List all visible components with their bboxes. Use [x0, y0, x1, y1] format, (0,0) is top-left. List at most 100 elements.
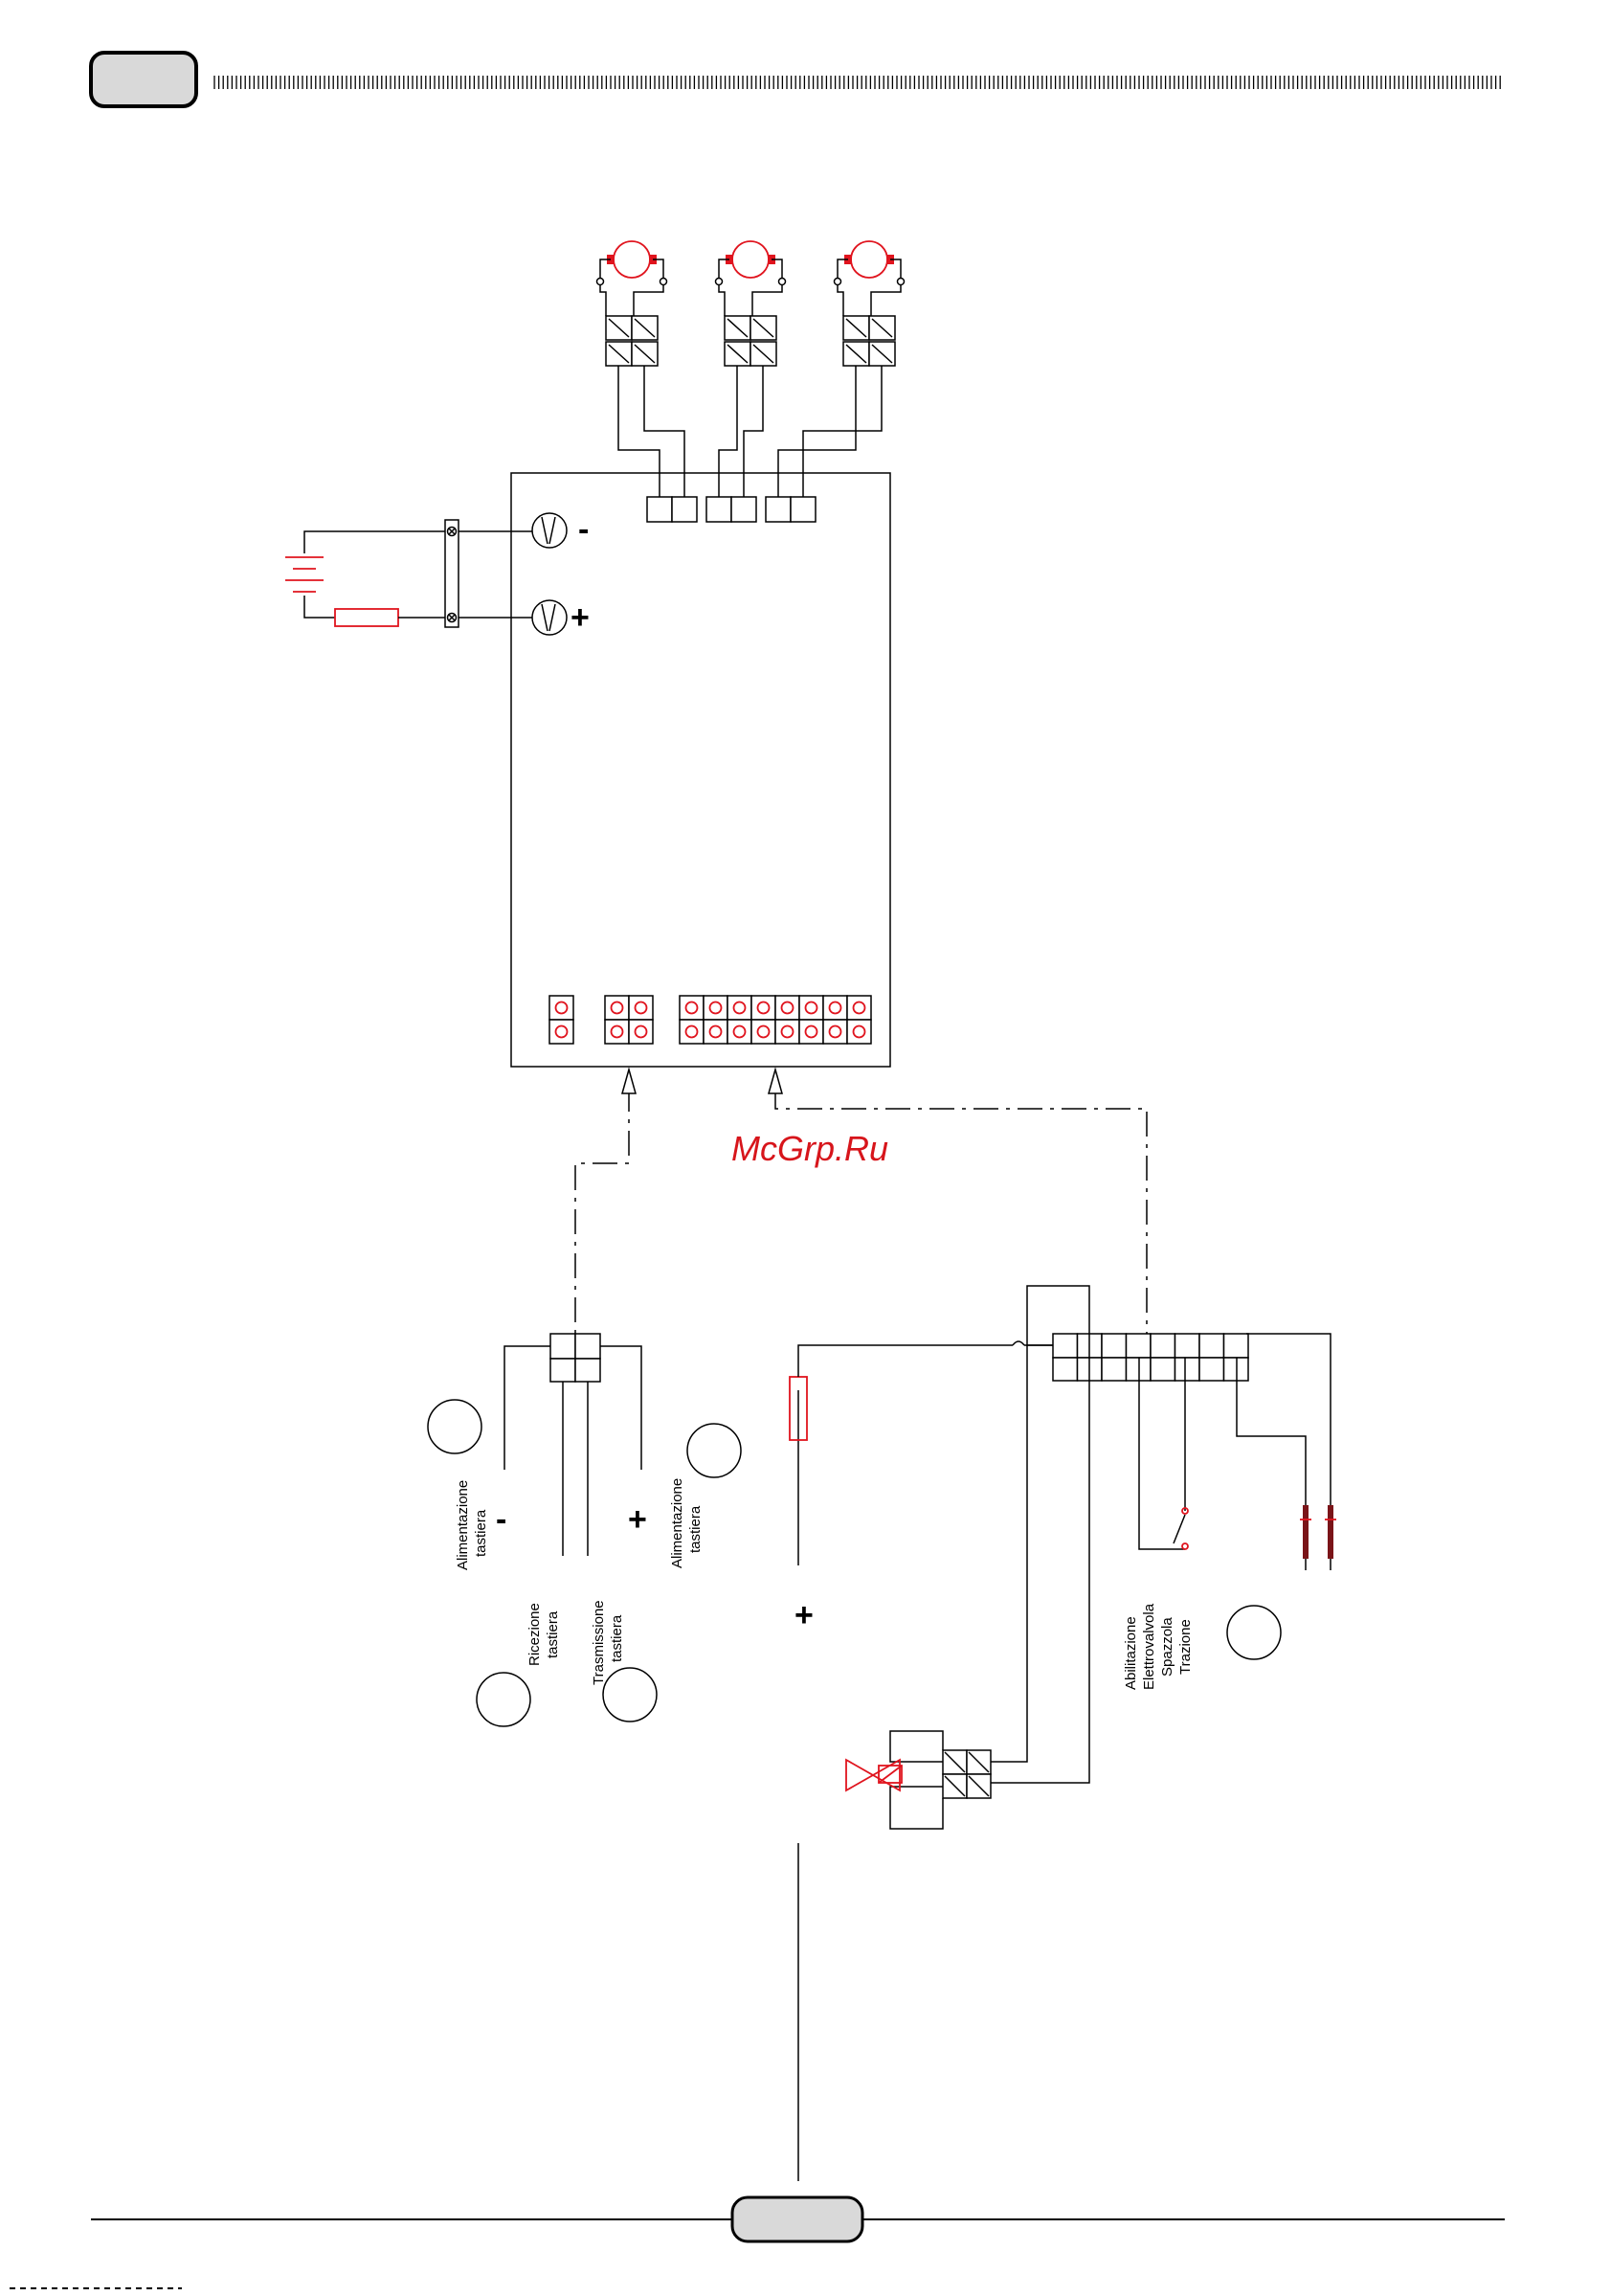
motor-unit-2 — [716, 241, 786, 497]
harness-pin — [1175, 1358, 1200, 1381]
motor-unit-1 — [597, 241, 685, 497]
svg-text:Trazione: Trazione — [1177, 1619, 1194, 1675]
keyboard-link-arrow — [622, 1069, 636, 1093]
power-terminal-minus: - — [532, 511, 589, 548]
harness-pin — [1102, 1334, 1127, 1358]
harness-connector — [1053, 1334, 1248, 1381]
pin-cell — [775, 1020, 799, 1044]
pin-cell — [823, 996, 847, 1020]
callout-circle-supply-minus — [428, 1400, 481, 1453]
pin-cell — [727, 1020, 751, 1044]
watermark: McGrp.Ru — [731, 1129, 888, 1168]
svg-text:tastiera: tastiera — [609, 1614, 625, 1662]
pin-cell — [549, 996, 573, 1020]
motor-output-connector-2 — [706, 497, 756, 522]
svg-text:tastiera: tastiera — [545, 1610, 561, 1658]
harness-pin — [1053, 1358, 1078, 1381]
svg-text:Alimentazione: Alimentazione — [455, 1480, 471, 1570]
pin-cell — [549, 1020, 573, 1044]
motor-wire — [719, 366, 737, 497]
svg-text:Ricezione: Ricezione — [526, 1603, 543, 1666]
brush-probe-1 — [1300, 1494, 1311, 1570]
pin-cell — [799, 996, 823, 1020]
motor-output-connector-3 — [766, 497, 816, 522]
keyboard-supply-minus-sign: - — [496, 1501, 506, 1538]
motor-wire — [803, 366, 882, 497]
harness-pin — [1199, 1358, 1224, 1381]
header-tab — [91, 53, 196, 106]
header-tick-bar — [214, 76, 1500, 89]
svg-text:Abilitazione: Abilitazione — [1123, 1616, 1139, 1690]
pin-cell — [629, 996, 653, 1020]
callout-circle-enable — [1227, 1606, 1281, 1659]
keyboard-connector — [504, 1334, 641, 1556]
footer-page-tab — [732, 2197, 862, 2241]
minus-sign: - — [578, 511, 589, 548]
label-keyboard-rx: Ricezione tastiera — [526, 1603, 561, 1666]
enable-link-line — [775, 1087, 1147, 1336]
harness-pin — [1127, 1334, 1152, 1358]
pin-cell — [751, 996, 775, 1020]
pin-cell — [799, 1020, 823, 1044]
svg-text:tastiera: tastiera — [473, 1509, 489, 1557]
pin-cell — [680, 996, 704, 1020]
power-terminal-plus: + — [532, 599, 590, 636]
label-enable-brush-traction: Abilitazione Elettrovalvola Spazzola Tra… — [1123, 1603, 1194, 1690]
pin-cell — [775, 996, 799, 1020]
pin-cell — [727, 996, 751, 1020]
pin-cell — [847, 1020, 871, 1044]
plus-sign: + — [571, 599, 590, 636]
pin-cell — [680, 1020, 704, 1044]
solenoid-valve-icon — [846, 1760, 902, 1790]
pin-cell — [605, 996, 629, 1020]
motor-icon — [732, 241, 769, 278]
pin-cell — [704, 996, 727, 1020]
pin-cell — [751, 1020, 775, 1044]
keyboard-link-line — [575, 1087, 629, 1340]
supply-plus-sign: + — [794, 1597, 814, 1633]
battery-bus-bar — [445, 520, 459, 627]
main-fuse — [335, 609, 398, 626]
enable-link-arrow — [769, 1069, 782, 1093]
callout-circle-supply-plus — [687, 1424, 741, 1477]
motor-unit-3 — [778, 241, 905, 497]
harness-pin — [1151, 1358, 1175, 1381]
motor-icon — [614, 241, 650, 278]
svg-text:Alimentazione: Alimentazione — [669, 1478, 685, 1568]
pin-cell — [704, 1020, 727, 1044]
harness-pin — [1151, 1334, 1175, 1358]
svg-text:tastiera: tastiera — [687, 1505, 704, 1553]
pin-cell — [629, 1020, 653, 1044]
svg-text:Trasmissione: Trasmissione — [591, 1600, 607, 1685]
harness-pin — [1053, 1334, 1078, 1358]
control-board — [511, 473, 890, 1067]
motor-output-connector-1 — [647, 497, 697, 522]
svg-text:Spazzola: Spazzola — [1159, 1617, 1175, 1677]
harness-pin — [1175, 1334, 1200, 1358]
harness-pin — [1102, 1358, 1127, 1381]
svg-text:Elettrovalvola: Elettrovalvola — [1141, 1603, 1157, 1690]
harness-pin — [1224, 1334, 1249, 1358]
board-connector-4pin — [605, 996, 653, 1044]
pin-cell — [823, 1020, 847, 1044]
board-connector-16pin — [680, 996, 871, 1044]
motor-group — [597, 241, 905, 497]
brush-probe-2 — [1325, 1494, 1336, 1570]
battery — [285, 531, 553, 618]
harness-pin — [1199, 1334, 1224, 1358]
motor-icon — [851, 241, 887, 278]
callout-circle-rx — [477, 1673, 530, 1726]
label-keyboard-tx: Trasmissione tastiera — [591, 1600, 625, 1685]
pin-cell — [847, 996, 871, 1020]
label-keyboard-supply-plus: Alimentazione tastiera — [669, 1478, 704, 1568]
board-signal-connectors — [549, 996, 871, 1044]
motor-wire — [644, 366, 684, 497]
pin-cell — [605, 1020, 629, 1044]
valve-connector — [890, 1731, 991, 1829]
callout-circle-tx — [603, 1668, 657, 1722]
supply-line: + — [790, 1341, 1053, 1633]
label-keyboard-supply-minus: Alimentazione tastiera — [455, 1480, 489, 1570]
keyboard-supply-plus-sign: + — [628, 1501, 647, 1538]
